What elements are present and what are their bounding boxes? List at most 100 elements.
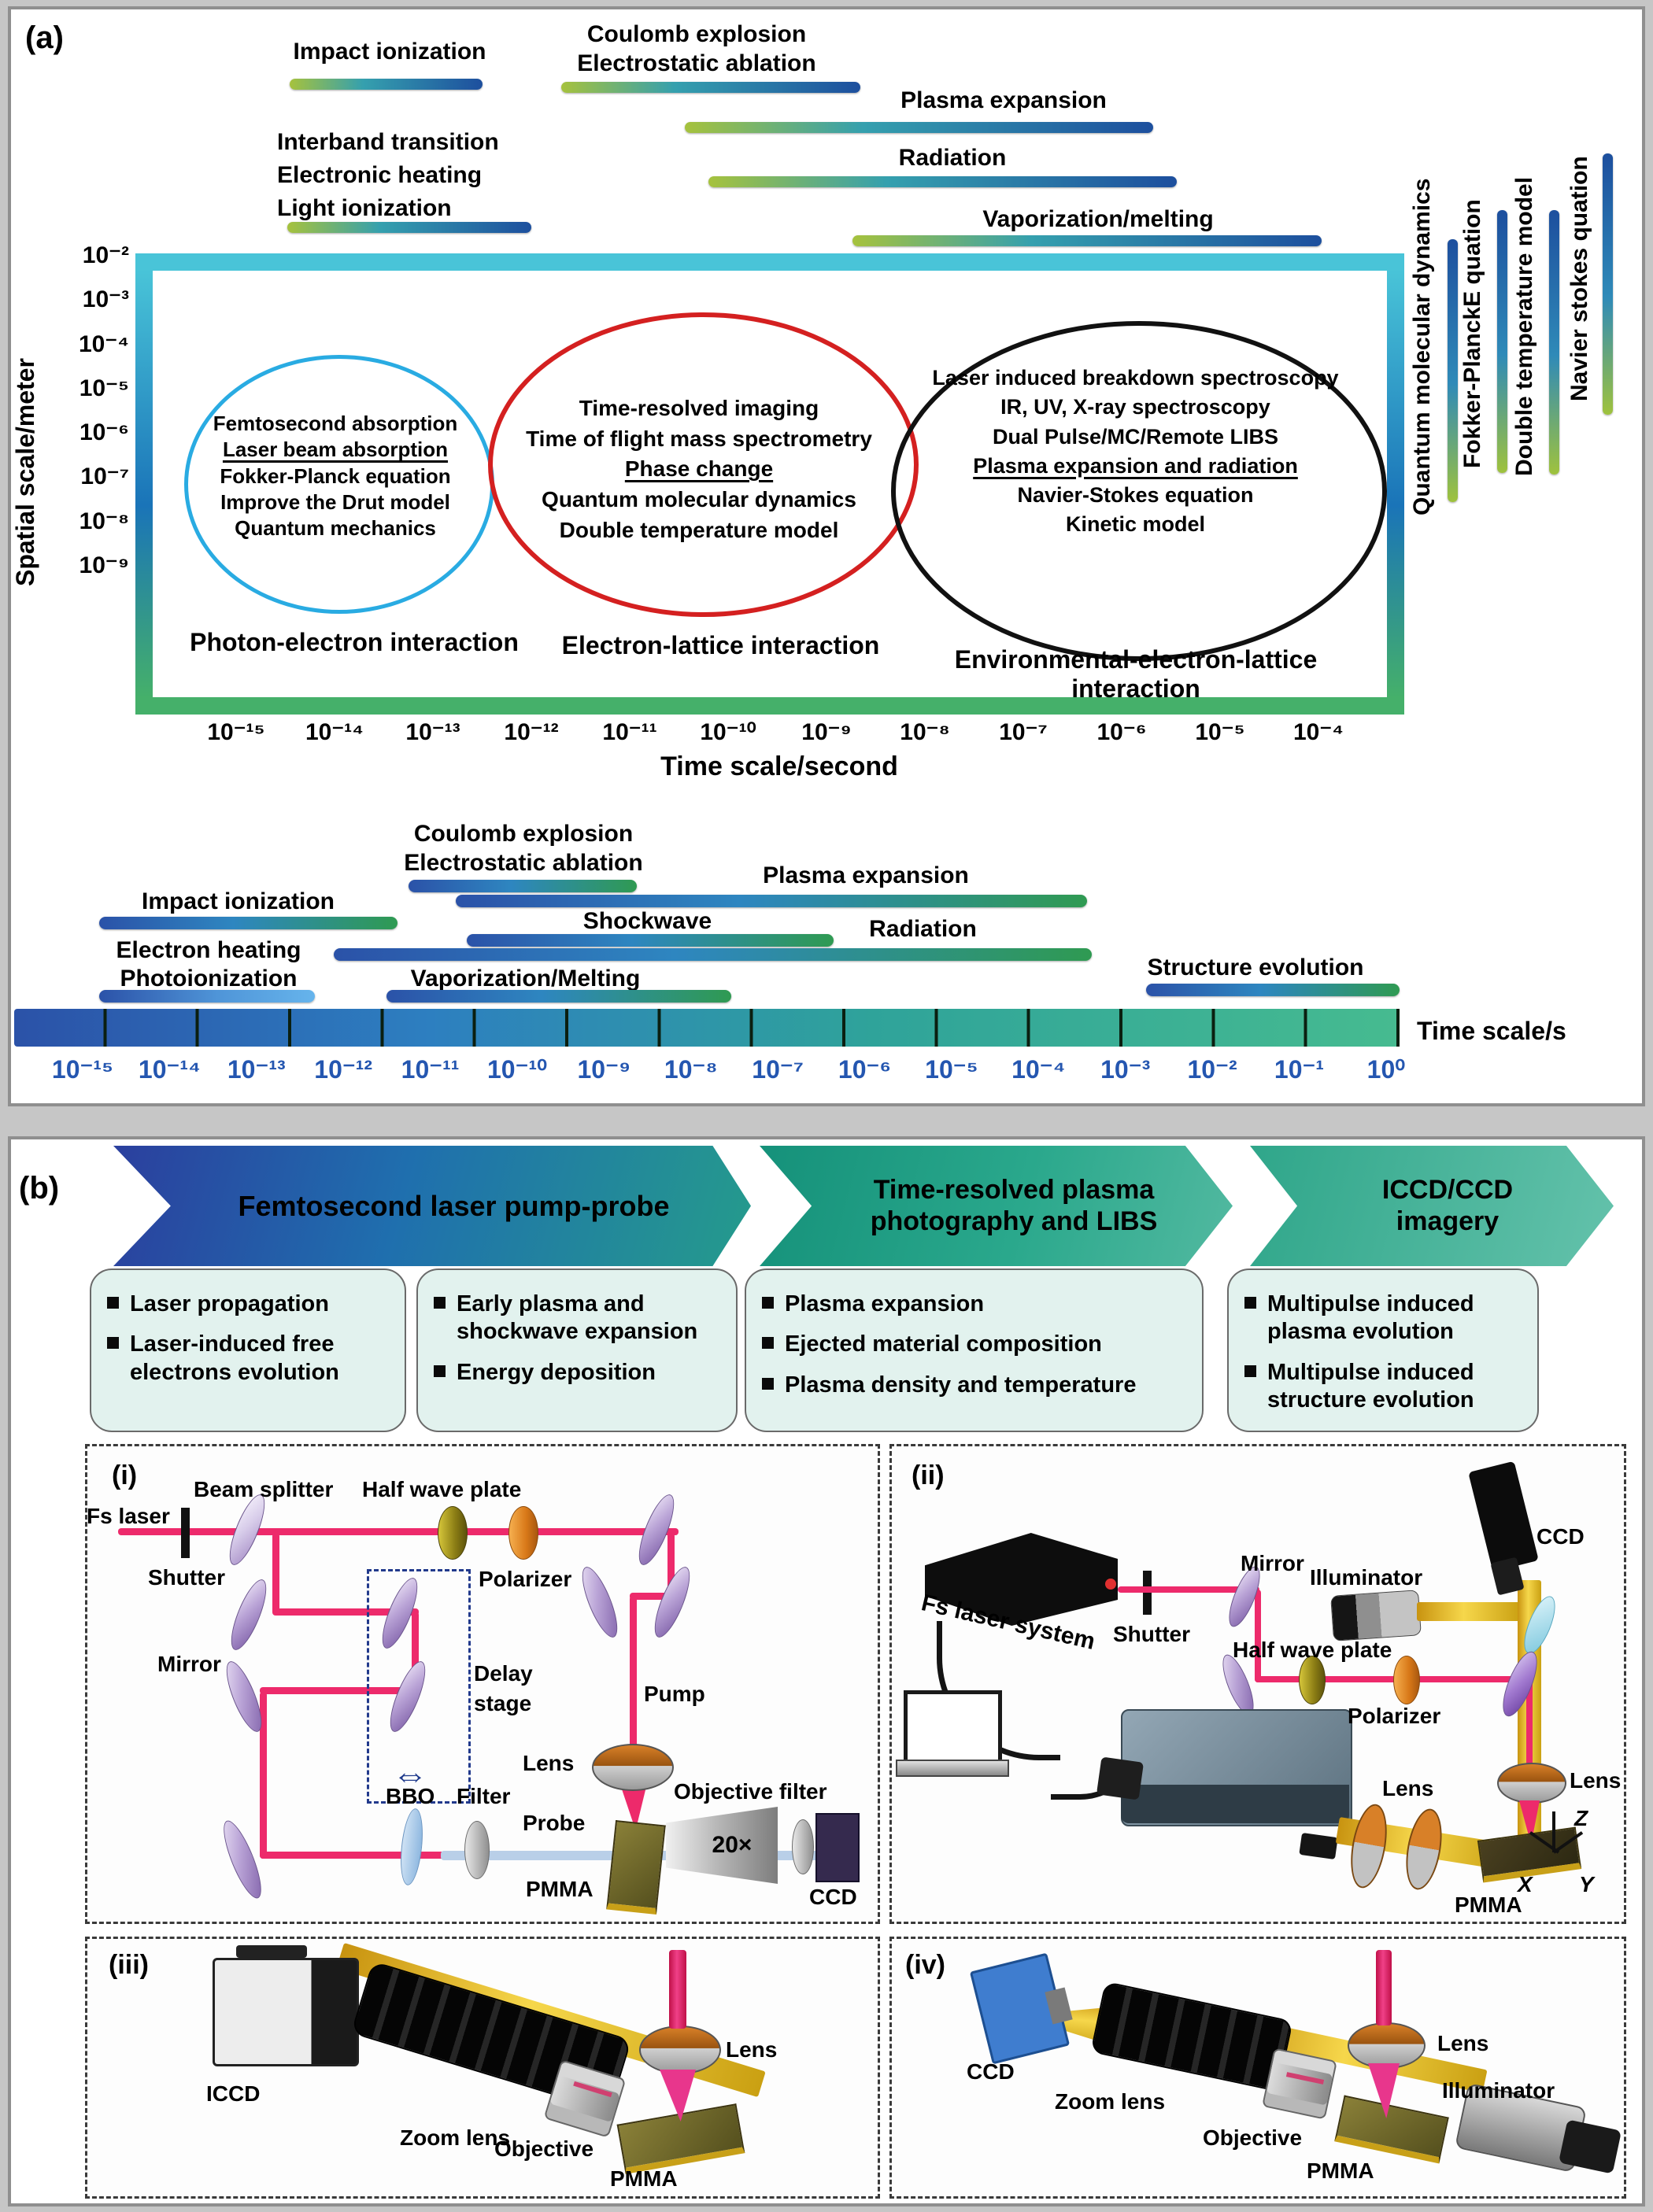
ellipse-line: Phase change [624, 456, 774, 482]
objective-magnification: 20× [712, 1832, 753, 1858]
label-impact-bottom: Impact ionization [141, 888, 335, 914]
laser-beam [272, 1533, 279, 1615]
bullet-square-icon [1244, 1364, 1256, 1377]
pmma-sample [606, 1819, 666, 1915]
label-filter: Filter [457, 1784, 511, 1808]
ellipse-line: Dual Pulse/MC/Remote LIBS [992, 424, 1279, 449]
bullet-square-icon [762, 1377, 774, 1390]
bar-quantum-molecular-dynamics [1448, 239, 1458, 502]
label-structure-evolution: Structure evolution [1147, 955, 1364, 980]
tick-label: 10⁻¹² [314, 1055, 373, 1084]
tick-label: 10⁻⁶ [838, 1055, 892, 1084]
bullet-square-icon [107, 1337, 119, 1350]
label-pmma: PMMA [1455, 1893, 1522, 1917]
label-lens-1: Lens [1382, 1776, 1434, 1800]
label-lens: Lens [1437, 2031, 1489, 2055]
label-axis-y: Y [1579, 1872, 1594, 1896]
label-ccd: CCD [809, 1885, 857, 1909]
label-bbo: BBO [386, 1784, 435, 1808]
banner-iccd-line1: ICCD/CCD [1381, 1175, 1514, 1206]
lens-element [639, 2026, 721, 2074]
tick-label: 10⁻⁵ [925, 1055, 978, 1084]
tick-label: 10⁻¹¹ [401, 1055, 460, 1084]
tick-label: 10⁻⁴ [78, 331, 129, 357]
laser-beam [669, 1950, 686, 2029]
laser-beam [272, 1608, 419, 1616]
bullet-item: Laser propagation [107, 1291, 390, 1318]
bar-coulomb-top [561, 82, 860, 93]
label-lens-2: Lens [1570, 1768, 1622, 1793]
label-coulomb-line2: Electrostatic ablation [577, 50, 816, 76]
label-coulomb-top: Coulomb explosion Electrostatic ablation [551, 20, 842, 78]
laser-beam [118, 1528, 679, 1535]
label-delay-line2: stage [474, 1691, 532, 1716]
caption-environmental: Environmental-electron-lattice interacti… [919, 645, 1352, 703]
label-coulomb-bottom-line1: Coulomb explosion [413, 821, 634, 847]
tick-label: 10⁻⁴ [1292, 719, 1344, 745]
delay-arrow-icon: ⇔ [392, 1754, 428, 1795]
bar-plasma-bottom [456, 895, 1087, 907]
filter-element [792, 1819, 814, 1874]
label-zoom-lens: Zoom lens [400, 2125, 511, 2150]
laser-beam [1255, 1590, 1261, 1682]
ellipse-line: Quantum molecular dynamics [542, 486, 856, 511]
label-half-wave-plate: Half wave plate [362, 1477, 522, 1501]
label-polarizer: Polarizer [479, 1567, 572, 1591]
tick-label: 10⁻² [1187, 1055, 1237, 1084]
label-objective-filter: Objective filter [674, 1779, 827, 1804]
tick-label: 10⁻⁷ [999, 719, 1048, 745]
tick-label: 10⁻⁴ [1011, 1055, 1066, 1084]
tick-label: 10⁻¹² [504, 719, 559, 745]
bullet-text: Plasma expansion [785, 1291, 985, 1316]
label-quantum-molecular-dynamics: Quantum molecular dynamics [1409, 178, 1435, 515]
caption-electron-lattice: Electron-lattice interaction [561, 631, 880, 659]
label-fokker-planck: Fokker-PlanckE quation [1459, 199, 1485, 468]
timeline-bar [14, 1009, 1400, 1047]
tick-label: 10⁻¹⁰ [486, 1055, 547, 1084]
bullet-item: Ejected material composition [762, 1331, 1188, 1358]
lens-element [1497, 1763, 1566, 1804]
ellipse-line: Fokker-Planck equation [220, 463, 451, 488]
subpanel-iv-tag: (iv) [905, 1950, 945, 1980]
laser-beam [412, 1612, 419, 1693]
bullet-square-icon [434, 1297, 446, 1309]
bar-vaporization-bottom [386, 990, 731, 1003]
caption-photon-electron: Photon-electron interaction [190, 628, 519, 656]
bullet-square-icon [762, 1297, 774, 1309]
tick-label: 10⁻⁹ [577, 1055, 631, 1084]
lens-element [592, 1744, 674, 1791]
label-illuminator: Illuminator [1442, 2078, 1555, 2103]
ellipse-line: Kinetic model [1065, 512, 1206, 537]
bullet-item: Plasma density and temperature [762, 1372, 1188, 1399]
tick-label: 10⁰ [1366, 1055, 1406, 1084]
panel-a-tag: (a) [25, 20, 64, 55]
label-radiation-bottom: Radiation [869, 916, 977, 942]
polarizer-element [508, 1506, 538, 1560]
tick-label: 10⁻¹ [1274, 1055, 1325, 1084]
bullet-text: Energy deposition [457, 1359, 656, 1385]
tick-label: 10⁻¹⁵ [207, 719, 265, 745]
bar-plasma-expansion-top [685, 122, 1153, 133]
laser-beam [1376, 1950, 1392, 2026]
tick-label: 10⁻¹⁵ [51, 1055, 114, 1084]
label-plasma-bottom: Plasma expansion [763, 862, 969, 888]
label-shutter: Shutter [148, 1565, 225, 1590]
label-pump: Pump [644, 1682, 705, 1706]
ellipse-line: Quantum mechanics [235, 516, 436, 541]
banner-iccd-ccd-text: ICCD/CCD imagery [1250, 1175, 1614, 1236]
laser-output-dot [1105, 1579, 1116, 1590]
label-shutter: Shutter [1113, 1622, 1190, 1646]
label-fs-laser: Fs laser [87, 1504, 170, 1528]
panel-b-tag: (b) [19, 1171, 60, 1206]
label-objective: Objective [494, 2136, 594, 2161]
label-mirror: Mirror [157, 1652, 221, 1676]
tick-label: 10⁻⁶ [79, 419, 129, 446]
label-double-temperature: Double temperature model [1511, 176, 1537, 476]
bar-radiation-top [708, 176, 1177, 187]
tick-label: 10⁻¹¹ [602, 719, 657, 745]
half-wave-plate-element [1299, 1656, 1326, 1704]
label-photoionization: Photoionization [120, 966, 298, 992]
